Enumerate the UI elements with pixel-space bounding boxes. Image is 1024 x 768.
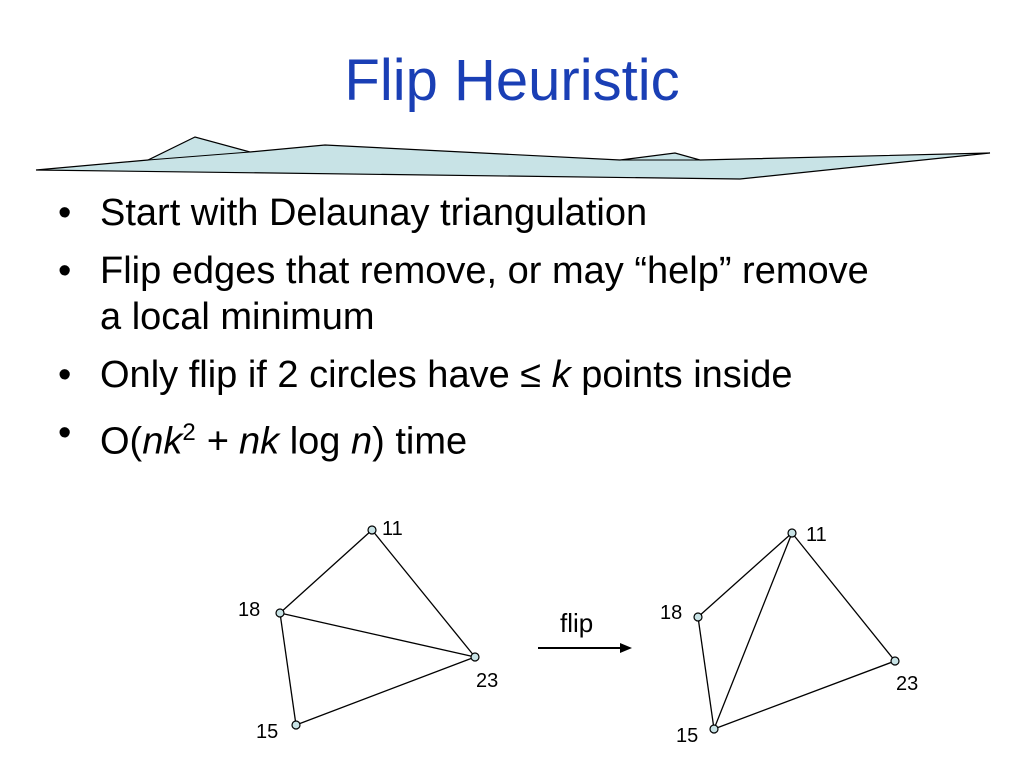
flip-label: flip (560, 608, 593, 638)
vertex-node (470, 652, 480, 662)
complexity-open: O( (100, 420, 143, 463)
bullet-dot: • (58, 250, 72, 292)
vertex-label: 18 (238, 599, 260, 621)
bullet-text: Start with Delaunay triangulation (100, 192, 648, 234)
complexity-log: log (279, 420, 351, 463)
edge (713, 532, 793, 730)
edge (279, 612, 476, 658)
complexity-term: nk (142, 420, 183, 463)
variable-k: k (551, 354, 571, 396)
vertex-node (291, 720, 301, 730)
vertex-node (709, 724, 719, 734)
bullet-item: • Flip edges that remove, or may “help” r… (58, 248, 880, 340)
bullet-dot: • (58, 354, 72, 396)
vertex-label: 18 (660, 602, 682, 624)
edge (295, 656, 476, 726)
edge (697, 616, 715, 730)
bullet-list: • Start with Delaunay triangulation • Flip… (58, 190, 988, 477)
complexity-close: ) time (372, 420, 468, 463)
flip-arrow: flip (538, 608, 632, 653)
vertex-label: 15 (676, 725, 698, 747)
edge (697, 532, 793, 618)
vertex-node (367, 525, 377, 535)
edge (791, 532, 896, 662)
vertex-label: 11 (806, 524, 827, 546)
vertex-label: 23 (896, 673, 918, 695)
edge (279, 612, 297, 726)
complexity-n: n (351, 420, 373, 463)
vertex-node (693, 612, 703, 622)
vertex-label: 23 (476, 670, 498, 692)
edge (279, 529, 373, 614)
vertex-node (787, 528, 797, 538)
bullet-item: • Only flip if 2 circles have ≤ k points … (58, 352, 988, 398)
slide-title: Flip Heuristic (344, 48, 680, 113)
complexity-plus: + (195, 420, 240, 463)
complexity-exponent: 2 (182, 419, 196, 446)
vertex-label: 15 (256, 721, 278, 743)
bullet-dot: • (58, 192, 72, 234)
vertex-label: 11 (382, 518, 403, 540)
bullet-item: •O(nk2 + nk log n) time (58, 410, 988, 465)
bullet-text: points inside (570, 354, 793, 396)
bullet-item: • Start with Delaunay triangulation (58, 190, 988, 236)
vertex-node (890, 656, 900, 666)
arrowhead-icon (620, 643, 632, 653)
triangulation-after: 11 18 23 15 (660, 524, 918, 747)
edge (713, 660, 896, 730)
vertex-node (275, 608, 285, 618)
triangulation-before: 11 18 23 15 (238, 518, 498, 743)
edge (371, 529, 476, 658)
complexity-term: nk (239, 420, 280, 463)
bullet-dot: • (58, 412, 72, 454)
terrain-ridge (147, 151, 251, 161)
terrain-decoration (35, 136, 991, 180)
bullet-text: Only flip if 2 circles have ≤ (100, 354, 552, 396)
bullet-text: Flip edges that remove, or may “help” re… (100, 250, 869, 338)
